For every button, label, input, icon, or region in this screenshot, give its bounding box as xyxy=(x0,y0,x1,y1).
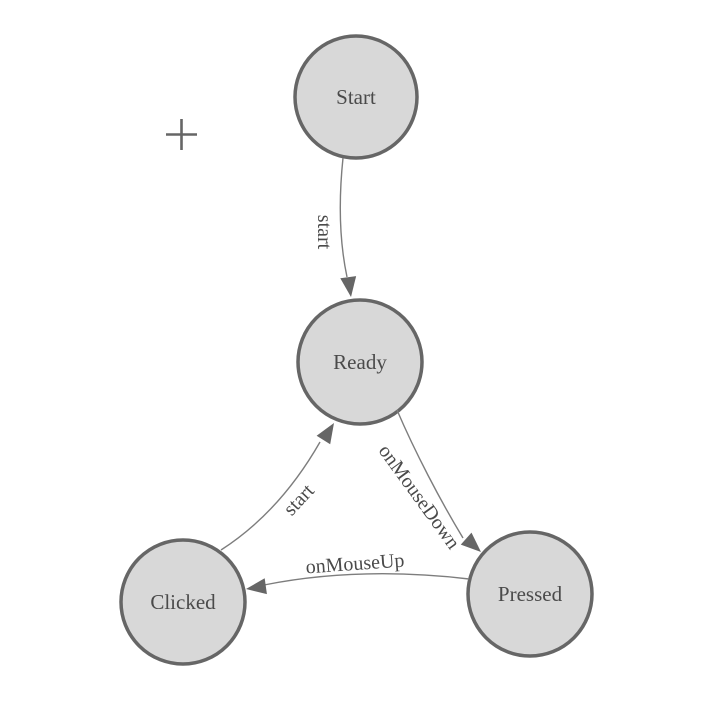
transition-line[interactable] xyxy=(263,573,470,586)
state-circle[interactable] xyxy=(293,34,419,160)
transition-line[interactable] xyxy=(220,441,321,551)
state-circle[interactable] xyxy=(119,538,247,666)
arrowhead-icon xyxy=(340,276,357,297)
transition-line[interactable] xyxy=(339,157,348,278)
state-node-pressed[interactable]: Pressed xyxy=(466,530,594,658)
transition-label: start xyxy=(279,480,319,521)
state-node-clicked[interactable]: Clicked xyxy=(119,538,247,666)
transition-pressed-to-clicked[interactable]: onMouseUp xyxy=(245,550,470,597)
transition-clicked-to-ready[interactable]: start xyxy=(220,419,341,551)
state-label: Pressed xyxy=(498,582,563,606)
arrowhead-icon xyxy=(316,423,334,445)
transition-start-to-ready[interactable]: start xyxy=(313,157,359,298)
state-label: Clicked xyxy=(150,590,216,614)
plus-crosshair-icon xyxy=(166,119,197,150)
transition-line[interactable] xyxy=(396,409,464,539)
state-label: Ready xyxy=(333,350,387,374)
state-circle[interactable] xyxy=(466,530,594,658)
state-node-ready[interactable]: Ready xyxy=(296,298,424,426)
transition-ready-to-pressed[interactable]: onMouseDown xyxy=(374,409,487,558)
transition-label: start xyxy=(313,215,335,250)
state-circle[interactable] xyxy=(296,298,424,426)
arrowhead-icon xyxy=(460,532,481,552)
arrowhead-icon xyxy=(246,578,267,595)
state-label: Start xyxy=(336,85,376,109)
state-node-start[interactable]: Start xyxy=(293,34,419,160)
